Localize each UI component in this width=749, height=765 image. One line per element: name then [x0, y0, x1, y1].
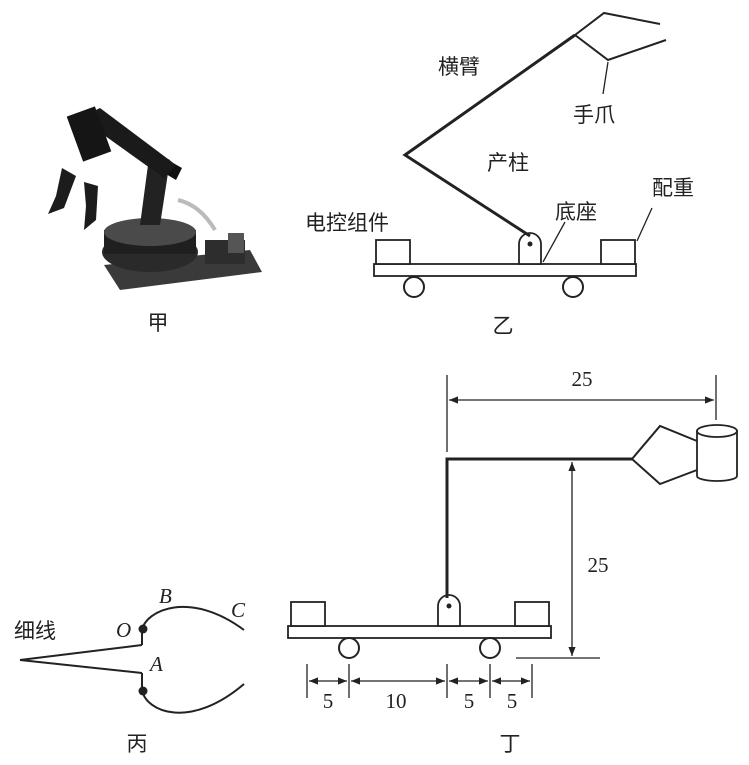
dim-label-seg3: 5 [464, 689, 475, 713]
label-B: B [159, 584, 172, 608]
ding-wheel-left [338, 637, 360, 659]
schematic-yi [373, 11, 667, 298]
pivot-O [138, 624, 148, 634]
gripper-lower [574, 34, 667, 62]
ding-base-mount [437, 594, 461, 627]
gripper-upper [574, 11, 661, 36]
dim-label-seg4: 5 [507, 689, 518, 713]
ding-gripper-upper [631, 424, 698, 460]
caption-bing: 丙 [127, 732, 148, 756]
label-arm: 横臂 [438, 55, 480, 79]
base-plate [373, 263, 637, 277]
ding-gripper-lower [631, 458, 698, 486]
ding-wheel-right [479, 637, 501, 659]
robot-arm-photo [48, 106, 262, 290]
cylinder-object [696, 424, 738, 482]
label-counterweight: 配重 [652, 176, 694, 200]
label-base: 底座 [555, 200, 597, 224]
gripper-detail-bing [19, 605, 245, 714]
caption-ding: 丁 [500, 732, 521, 756]
pivot-lower [138, 686, 148, 696]
ding-pillar-arm [445, 457, 632, 598]
schematic-ding [287, 375, 738, 698]
base-mount [518, 232, 542, 265]
dim-label-seg1: 5 [323, 689, 334, 713]
label-control: 电控组件 [305, 211, 389, 235]
jaw-lower-arc [141, 683, 245, 714]
pivot-dot [527, 241, 533, 247]
ding-counterweight-box [514, 601, 550, 627]
caption-jia: 甲 [148, 311, 169, 335]
label-O: O [116, 618, 131, 642]
ding-pivot-dot [446, 603, 452, 609]
leader-base [542, 221, 566, 263]
ding-base-plate [287, 625, 552, 639]
jaw-upper-arc [141, 605, 245, 631]
string-lower [19, 659, 143, 674]
leader-gripper [602, 61, 609, 95]
dim-label-top: 25 [572, 367, 593, 391]
wheel-left [403, 276, 425, 298]
control-unit-box [375, 239, 411, 265]
counterweight-box [600, 239, 636, 265]
label-pillar: 产柱 [487, 151, 529, 175]
label-A: A [148, 652, 163, 676]
label-gripper: 手爪 [573, 103, 615, 127]
label-string: 细线 [14, 619, 56, 643]
ding-control-box [290, 601, 326, 627]
dim-label-height: 25 [588, 553, 609, 577]
wheel-right [562, 276, 584, 298]
pillar-and-arm [402, 33, 576, 238]
dim-label-seg2: 10 [386, 689, 407, 713]
caption-yi: 乙 [493, 314, 514, 338]
label-C: C [231, 598, 246, 622]
string-upper [19, 644, 143, 661]
leader-counterweight [636, 207, 653, 242]
